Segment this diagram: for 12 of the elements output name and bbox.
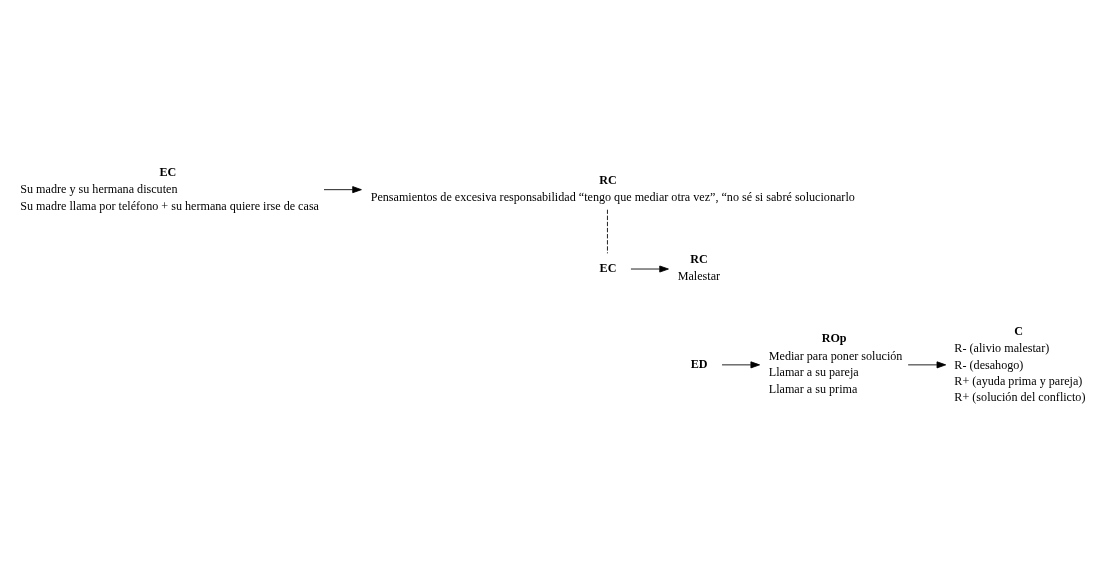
node-text: C R- (alivio malestar) R- (desahogo) R+ (ayuda prima y pareja) R+ (solución del conflicto) bbox=[954, 323, 1086, 404]
connector bbox=[607, 208, 608, 254]
node-text: ED bbox=[690, 356, 708, 371]
node-text: EC bbox=[599, 260, 617, 275]
arrow bbox=[907, 360, 947, 368]
node-text: EC Su madre y su hermana discuten Su madre llama por teléfono + su hermana quiere irse de casa bbox=[20, 164, 319, 213]
arrow bbox=[721, 360, 761, 368]
node-text: ROp Mediar para poner solución Llamar a su pareja Llamar a su prima bbox=[768, 330, 903, 396]
arrow bbox=[630, 265, 669, 272]
node-text: RC Malestar bbox=[677, 251, 721, 283]
node-text: RC Pensamientos de excesiva responsabilidad “tengo que mediar otra vez”, “no sé si sabré solucionarlo bbox=[370, 172, 855, 204]
arrow bbox=[323, 185, 362, 193]
